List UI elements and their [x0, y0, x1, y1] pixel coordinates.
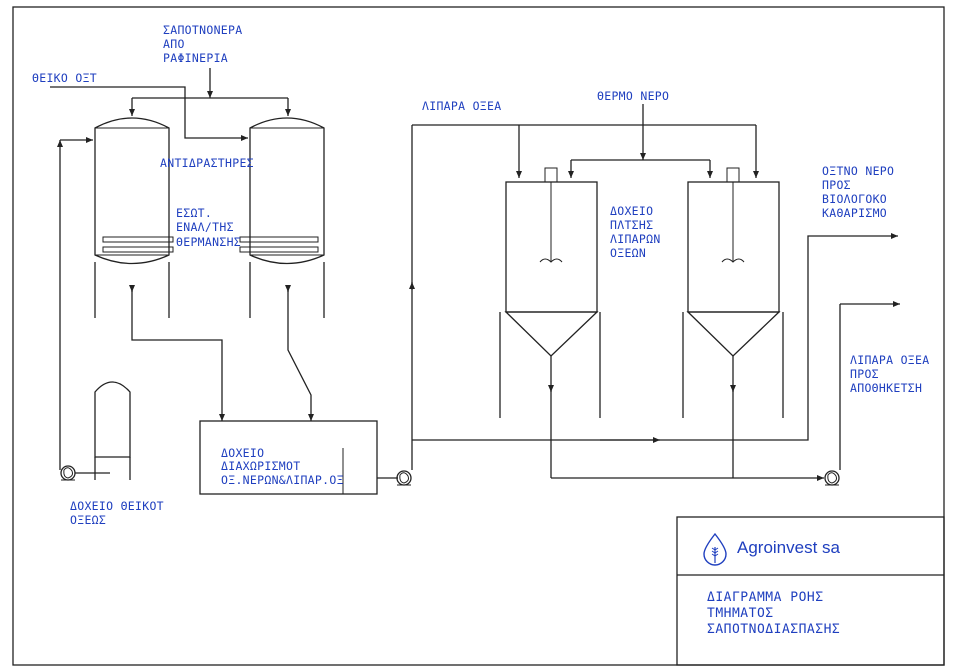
reactor-2-outlet [287, 285, 314, 421]
soapstock-label: ΣΑΠΟΤΝΟΝΕΡΑ ΑΠΟ ΡΑΦΙΝΕΡΙΑ [163, 23, 250, 65]
reactor-1-outlet [131, 285, 225, 421]
separation-pump-icon [396, 470, 412, 486]
acid-water-label: ΟΞΤΝΟ ΝΕΡΟ ΠΡΟΣ ΒΙΟΛΟΓΟΚΟ ΚΑΘΑΡΙΣΜΟ [822, 164, 901, 220]
diagram-title: ΔΙΑΓΡΑΜΜΑ ΡΟΗΣ ΤΜΗΜΑΤΟΣ ΣΑΠΟΤΝΟΔΙΑΣΠΑΣΗΣ [707, 590, 840, 637]
acid-pump-icon [60, 465, 76, 481]
drawing-frame [12, 6, 945, 666]
product-pump-icon [824, 470, 840, 486]
acid-water-line [412, 233, 898, 441]
reactor-2 [239, 117, 325, 318]
hot-water-label: ΘΕΡΜΟ ΝΕΡΟ [597, 89, 669, 103]
separation-tank [199, 420, 378, 495]
wash-tank-label: ΔΟΧΕΙΟ ΠΛΤΣΗΣ ΛΙΠΑΡΩΝ ΟΞΕΩΝ [610, 204, 668, 260]
separation-tank-label: ΔΟΧΕΙΟ ΔΙΑΧΩΡΙΣΜΟΤ ΟΞ.ΝΕΡΩΝ&ΛΙΠΑΡ.ΟΞ [221, 446, 344, 487]
title-block [676, 516, 945, 666]
wash-tank-1 [499, 167, 601, 418]
fatty-acids-out-label: ΛΙΠΑΡΑ ΟΞΕΑ ΠΡΟΣ ΑΠΟΘΗΚΕΤΣΗ [850, 353, 937, 395]
agitator-2-icon [721, 258, 745, 263]
reactor-1 [94, 117, 174, 318]
fatty-acids-in-label: ΛΙΠΑΡΑ ΟΞΕΑ [422, 99, 501, 113]
wheat-drop-icon [703, 532, 727, 566]
acid-tank-label: ΔΟΧΕΙΟ ΘΕΙΚΟΤ ΟΞΕΩΣ [70, 499, 171, 527]
company-name: Agroinvest sa [737, 538, 841, 557]
reactors-label: ΑΝΤΙΔΡΑΣΤΗΡΕΣ [160, 156, 254, 170]
wash-tank-2 [682, 167, 784, 418]
heating-coil-label: ΕΣΩΤ. ΕΝΑΛ/ΤΗΣ ΘΕΡΜΑΝΣΗΣ [176, 206, 241, 249]
sulfuric-acid-label: ΘΕΙΚΟ ΟΞΤ [32, 71, 97, 85]
acid-storage-tank [94, 381, 131, 480]
acid-feed-line [50, 86, 248, 141]
agitator-1-icon [539, 258, 563, 263]
